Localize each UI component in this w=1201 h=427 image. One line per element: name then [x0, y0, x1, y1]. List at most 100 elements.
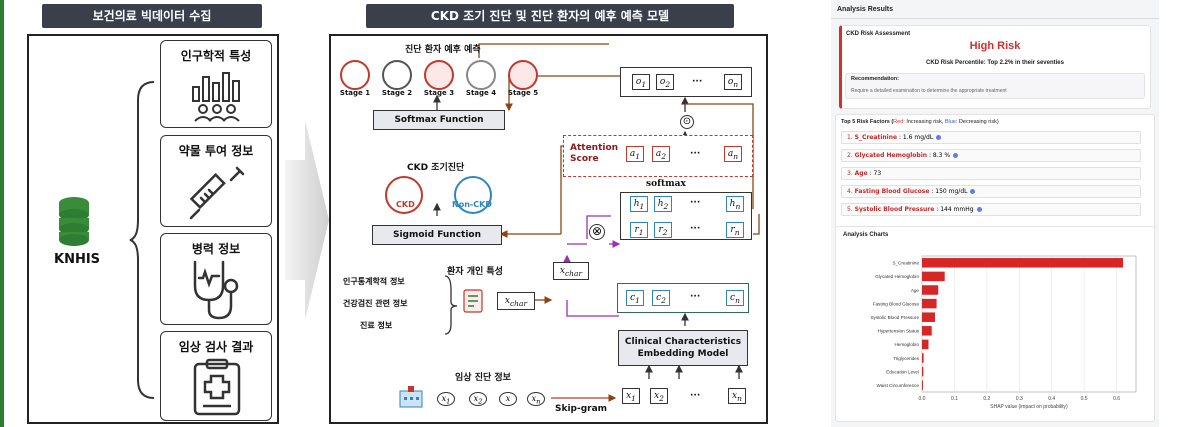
ckd-label: CKD: [396, 200, 415, 209]
divider: [831, 18, 1159, 19]
ellipsis: ···: [690, 198, 701, 208]
a1-cell: a1: [626, 146, 644, 162]
x-axis-label: SHAP value (impact on probability): [990, 404, 1068, 410]
flow-arrow: [285, 120, 329, 320]
x-tick-label: 0.1: [951, 396, 958, 402]
card-demographics: 인구학적 특성: [160, 40, 272, 128]
ellipsis: ···: [690, 391, 701, 401]
clipboard-icon: [193, 358, 241, 416]
recommendation-label: Recommendation:: [851, 76, 899, 82]
bar: [922, 271, 945, 282]
x-tick-label: 0.6: [1113, 396, 1120, 402]
middle-header: CKD 조기 진단 및 진단 환자의 예후 예측 모델: [366, 4, 734, 28]
decreasing-dot-icon: [970, 189, 976, 194]
risk-factor-item: 4. Fasting Blood Glucose : 150 mg/dL: [841, 185, 1141, 198]
non-ckd-label: Non-CKD: [452, 200, 492, 209]
concat-op-icon: ⊗: [589, 224, 605, 240]
y-tick-label: Age: [911, 288, 920, 293]
recommendation-box: [845, 73, 1145, 99]
risk-level: High Risk: [969, 40, 1021, 52]
stage-4-icon: Stage 4: [466, 60, 496, 97]
h2-cell: h2: [654, 196, 672, 212]
y-tick-label: Triglycerides: [893, 356, 920, 361]
charts-title: Analysis Charts: [843, 232, 889, 238]
y-tick-label: Waist Circumference: [877, 383, 920, 388]
x-tick-label: 0.3: [1016, 396, 1023, 402]
bar: [922, 285, 939, 295]
bar: [922, 380, 923, 390]
decreasing-dot-icon: [976, 207, 982, 212]
patient-title: 환자 개인 특성: [447, 267, 503, 277]
hn-cell: hn: [726, 196, 744, 212]
card-title: 약물 투여 정보: [178, 144, 254, 158]
sigmoid-function-box: Sigmoid Function: [372, 225, 502, 245]
ellipsis: ···: [692, 77, 703, 87]
risk-factor-item: 5. Systolic Blood Pressure : 144 mmHg: [841, 203, 1141, 216]
x2-node: x2: [469, 392, 487, 406]
y-tick-label: Hemoglobin: [894, 342, 919, 347]
xchar-cell: xchar: [497, 292, 535, 310]
x1-node: x1: [437, 392, 455, 406]
a2-cell: a2: [652, 146, 670, 162]
source-label: KNHIS: [54, 252, 101, 267]
patient-item: 인구통계학적 정보: [343, 277, 405, 286]
bar: [922, 353, 924, 363]
card-history: 병력 정보: [160, 233, 272, 325]
x-tick-label: 0.0: [919, 396, 926, 402]
syringe-icon: [189, 166, 245, 220]
card-medication: 약물 투여 정보: [160, 135, 272, 227]
stage-label: Stage 4: [465, 89, 497, 97]
cn-cell: cn: [726, 290, 744, 306]
h1-cell: h1: [630, 196, 648, 212]
on-cell: on: [724, 74, 742, 90]
xn-cell: xn: [728, 388, 746, 404]
ellipsis: ···: [690, 224, 701, 234]
demographics-icon: [192, 72, 240, 122]
bar: [922, 258, 1124, 268]
decreasing-dot-icon: [936, 135, 942, 140]
xchar-top-cell: xchar: [553, 262, 589, 280]
ellipsis: ···: [690, 292, 701, 302]
r2-cell: r2: [654, 222, 672, 238]
stage-5-icon: Stage 5: [508, 60, 538, 97]
risk-factor-item: 2. Glycated Hemoglobin : 8.3 %: [841, 149, 1141, 162]
stage-label: Stage 3: [423, 89, 455, 97]
assessment-title: CKD Risk Assessment: [846, 31, 911, 37]
embedding-model-box: Clinical Characteristics Embedding Model: [618, 330, 748, 366]
stage-label: Stage 2: [381, 89, 413, 97]
o2-cell: o2: [656, 74, 674, 90]
card-title: 임상 검사 결과: [178, 340, 254, 354]
clinical-title: 임상 진단 정보: [455, 373, 511, 383]
skipgram-label: Skip-gram: [555, 404, 608, 414]
y-tick-label: Systolic Blood Pressure: [870, 315, 919, 320]
y-tick-label: Fasting Blood Glucose: [873, 301, 920, 306]
left-header: 보건의료 빅데이터 수집: [42, 4, 262, 28]
softmax-label: softmax: [646, 179, 686, 189]
patient-item: 건강검진 관련 정보: [343, 299, 408, 308]
patient-item: 진료 정보: [360, 321, 393, 330]
recommendation-text: Require a detailed examination to determ…: [851, 88, 1007, 94]
softmax-function-box: Softmax Function: [373, 110, 505, 130]
card-title: 병력 정보: [191, 242, 241, 256]
c1-cell: c1: [626, 290, 644, 306]
brace: [129, 81, 155, 399]
early-title: CKD 조기진단: [407, 163, 465, 173]
c2-cell: c2: [652, 290, 670, 306]
bar: [922, 298, 937, 309]
ellipsis: ···: [690, 149, 701, 159]
y-tick-label: Education Level: [886, 369, 919, 374]
stage-label: Stage 5: [507, 89, 539, 97]
x-tick-label: 0.4: [1048, 396, 1055, 402]
stethoscope-icon: [193, 260, 239, 320]
an-cell: an: [724, 146, 742, 162]
y-tick-label: Hypertension Status: [878, 329, 920, 334]
x-tick-label: 0.2: [983, 396, 990, 402]
ckd-kidney-icon: [385, 176, 423, 214]
stage-2-icon: Stage 2: [382, 60, 412, 97]
x2-cell: x2: [650, 388, 668, 404]
non-ckd-kidney-icon: [454, 176, 492, 214]
x-node: x: [499, 392, 517, 406]
bar: [922, 326, 932, 336]
